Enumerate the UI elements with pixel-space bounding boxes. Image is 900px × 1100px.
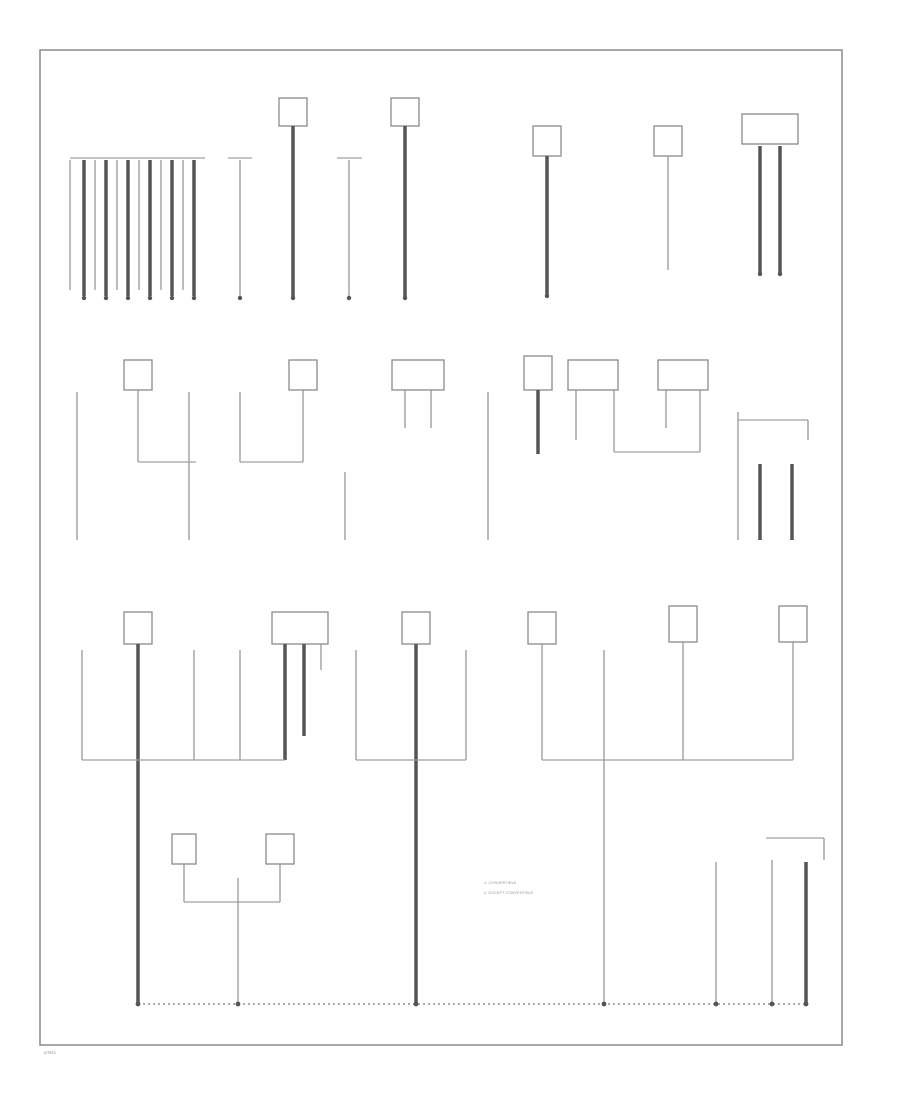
row-2-circuits [76,355,809,540]
row-4-circuits [138,833,825,1005]
ground-nodes [81,271,809,1007]
row-1-circuits [69,97,799,298]
sheet-id: G7571 [44,1050,57,1055]
row-3-circuits [81,605,808,1004]
diagram-frame [39,49,843,1046]
legend-line-2: 2: EXCEPT CONVERTIBLE [484,890,534,895]
legend-line-1: 1: CONVERTIBLE [484,880,517,885]
